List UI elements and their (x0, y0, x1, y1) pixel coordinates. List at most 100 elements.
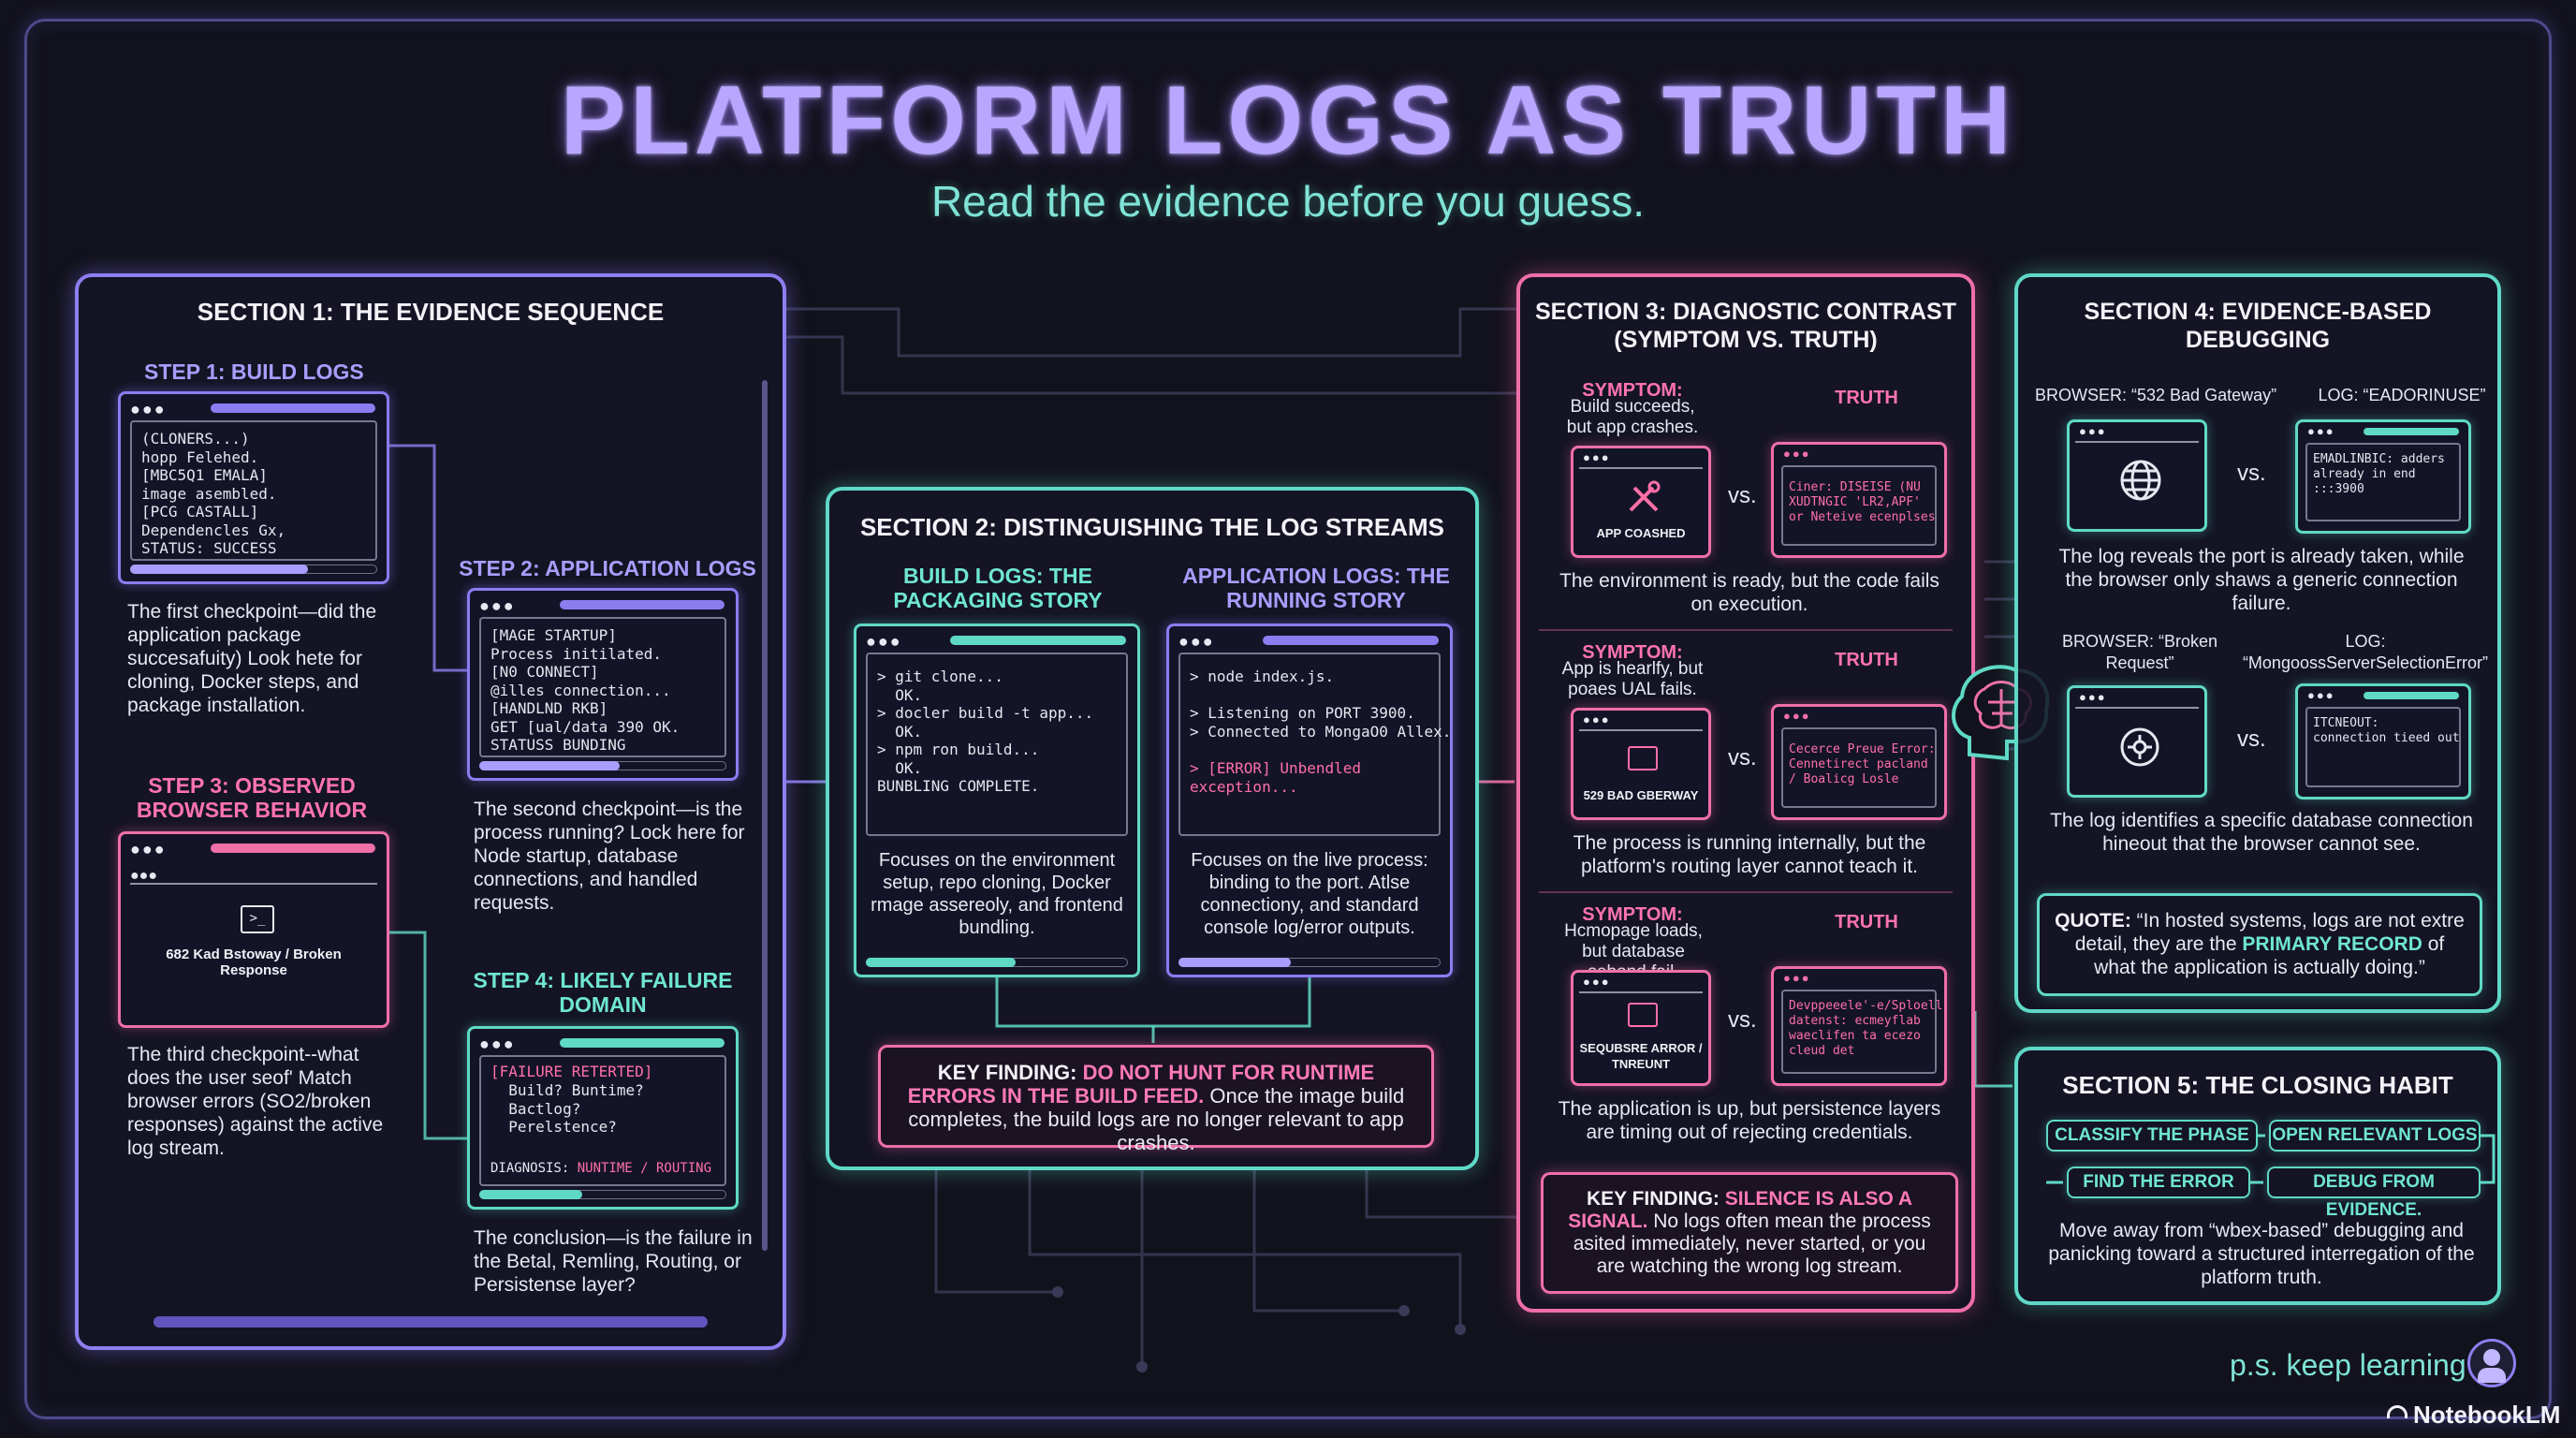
build-log-window: ●●● (CLONERS...) hopp Felehed. [MBC5Q1 E… (118, 391, 389, 584)
section2-title: SECTION 2: DISTINGUISHING THE LOG STREAM… (859, 513, 1445, 541)
row-description-3: The application is up, but persistence l… (1558, 1098, 1941, 1143)
section3-key-rest: No logs often mean the process asited im… (1573, 1211, 1931, 1277)
symptom-label-3: SYMPTOM: (1582, 904, 1683, 925)
tools-icon (1629, 480, 1661, 512)
build-logs-window: ●●● > git clone... OK. > docler build -t… (854, 624, 1140, 977)
section2-key-prefix: KEY FINDING: (937, 1061, 1083, 1084)
log-code-2: ITCNEOUT: connection tieed out (2313, 716, 2460, 745)
section5-panel: SECTION 5: THE CLOSING HABIT CLASSIFY TH… (2014, 1047, 2501, 1305)
diagnosis-label: DIAGNOSIS: (490, 1161, 578, 1176)
quote-box: QUOTE: “In hosted systems, logs are not … (2037, 893, 2482, 996)
vs-label-3: vs. (1728, 1007, 1757, 1033)
row-description-1: The environment is ready, but the code f… (1559, 570, 1939, 615)
section5-description: Move away from “wbex-based” debugging an… (2048, 1220, 2475, 1288)
section3-panel: SECTION 3: DIAGNOSTIC CONTRAST (SYMPTOM … (1516, 273, 1975, 1313)
application-logs-error: > [ERROR] Unbendled exception... (1190, 759, 1362, 796)
quote-text-a: “In hosted systems, logs are not extre d… (2074, 910, 2465, 955)
section5-title: SECTION 5: THE CLOSING HABIT (2062, 1071, 2453, 1099)
bug-icon (2120, 727, 2159, 767)
application-logs-label: APPLICATION LOGS: THE RUNNING STORY (1182, 564, 1450, 612)
step4-description: The conclusion—is the failure in the Bet… (474, 1227, 753, 1296)
section2-key-rest: Once the image build completes, the buil… (908, 1084, 1405, 1154)
symptom-window-text-1: APP COASHED (1596, 526, 1686, 540)
habit-step-find-error: FIND THE ERROR (2067, 1167, 2250, 1198)
symptom-window-text-2: 529 BAD GBERWAY (1583, 788, 1699, 802)
truth-window-2: ●●● Cecerce Preue Error: Cennetirect pac… (1771, 704, 1947, 820)
symptom-text-2: App is hearlfy, but poaes UAL fails. (1561, 659, 1704, 699)
vs-label-1: vs. (1728, 483, 1757, 508)
terminal-icon: >_ (241, 905, 274, 933)
browser-icon-2 (1628, 1003, 1658, 1027)
browser-icon (1628, 746, 1658, 770)
habit-step-open-logs: OPEN RELEVANT LOGS (2269, 1120, 2481, 1152)
log-label-1: LOG: “EADORINUSE” (2318, 386, 2486, 404)
truth-label-1: TRUTH (1835, 388, 1898, 408)
section3-key-prefix: KEY FINDING: (1586, 1188, 1725, 1210)
notebooklm-logo-icon (2387, 1405, 2408, 1418)
browser-window-2: ●●● (2067, 685, 2207, 798)
browser-label-1: BROWSER: “532 Bad Gateway” (2035, 386, 2277, 404)
symptom-window-1: ●●● APP COASHED (1571, 446, 1711, 558)
step1-description: The first checkpoint—did the application… (127, 601, 377, 716)
symptom-window-3: ●●● SEQUBSRE ARROR / TNREUNT (1571, 970, 1711, 1086)
quote-highlight: PRIMARY RECORD (2242, 933, 2422, 955)
symptom-window-text-3: SEQUBSRE ARROR / TNREUNT (1579, 1041, 1703, 1071)
section3-key-finding: KEY FINDING: SILENCE IS ALSO A SIGNAL. N… (1541, 1172, 1958, 1294)
section2-panel: SECTION 2: DISTINGUISHING THE LOG STREAM… (826, 487, 1479, 1170)
failure-domain-code: Build? Buntime? Bactlog? Perelstence? (508, 1081, 644, 1136)
diagnosis-value: NUNTIME / ROUTING (577, 1161, 712, 1176)
browser-error-text: 682 Kad Bstoway / Broken Response (166, 946, 342, 978)
pair1-description: The log reveals the port is already take… (2058, 546, 2465, 614)
failure-domain-window: ●●● [FAILURE RETERTED] Build? Buntime? B… (467, 1026, 739, 1210)
browser-window-1: ●●● (2067, 419, 2207, 532)
globe-icon (2120, 460, 2161, 501)
truth-code-1: Ciner: DISEISE (NU XUDTNGIC 'LR2,APF' or… (1789, 480, 1936, 524)
step4-label: STEP 4: LIKELY FAILURE DOMAIN (473, 968, 733, 1017)
truth-label-2: TRUTH (1835, 650, 1898, 670)
app-log-window: ●●● [MAGE STARTUP] Process initilated. [… (467, 588, 739, 781)
failure-detected-line: [FAILURE RETERTED] (490, 1063, 653, 1080)
log-label-2: LOG: “MongoossServerSelectionError” (2242, 632, 2489, 672)
section2-key-finding: KEY FINDING: DO NOT HUNT FOR RUNTIME ERR… (878, 1045, 1434, 1154)
footer-note: p.s. keep learning (2230, 1348, 2466, 1382)
symptom-window-2: ●●● 529 BAD GBERWAY (1571, 708, 1711, 820)
page-title: PLATFORM LOGS AS TRUTH (560, 66, 2016, 175)
step3-description: The third checkpoint--what does the user… (127, 1044, 384, 1159)
truth-label-3: TRUTH (1835, 912, 1898, 932)
section4-panel: SECTION 4: EVIDENCE-BASED DEBUGGING BROW… (2014, 273, 2501, 1013)
row-description-2: The process is running internally, but t… (1573, 832, 1926, 877)
build-log-code: (CLONERS...) hopp Felehed. [MBC5Q1 EMALA… (141, 430, 286, 557)
section1-scrollbar[interactable] (762, 380, 768, 1251)
step1-label: STEP 1: BUILD LOGS (144, 360, 364, 384)
outer-frame (24, 19, 2552, 1419)
application-logs-description: Focuses on the live process: binding to … (1191, 850, 1428, 938)
page-subtitle: Read the evidence before you guess. (930, 177, 1646, 226)
build-logs-code: > git clone... OK. > docler build -t app… (877, 668, 1094, 795)
section1-title: SECTION 1: THE EVIDENCE SEQUENCE (197, 298, 665, 326)
application-logs-window: ●●● > node index.js. > Listening on PORT… (1166, 624, 1453, 977)
build-logs-description: Focuses on the environment setup, repo c… (871, 850, 1123, 938)
log-window-1: ●●● EMADLINBIC: adders already in end ::… (2295, 419, 2471, 534)
truth-code-2: Cecerce Preue Error: Cennetirect pacland… (1789, 742, 1936, 786)
window-dots: ●●● (130, 400, 167, 418)
section2-key-highlight: DO NOT HUNT FOR RUNTIME ERRORS IN THE BU… (907, 1061, 1375, 1108)
habit-step-classify: CLASSIFY THE PHASE (2046, 1120, 2258, 1152)
truth-window-3: ●●● Devppeeele'-e/Sploell datenst: ecmey… (1771, 966, 1947, 1086)
step2-label: STEP 2: APPLICATION LOGS (459, 556, 756, 580)
section3-title: SECTION 3: DIAGNOSTIC CONTRAST (SYMPTOM … (1534, 299, 1956, 353)
symptom-label-1: SYMPTOM: (1582, 380, 1683, 401)
section1-panel: SECTION 1: THE EVIDENCE SEQUENCE STEP 1:… (75, 273, 786, 1350)
log-code-1: EMADLINBIC: adders already in end :::390… (2313, 452, 2445, 496)
vs-label-2: vs. (1728, 745, 1757, 770)
notebooklm-brand: NotebookLM (2413, 1401, 2561, 1429)
pair2-description: The log identifies a specific database c… (2050, 810, 2473, 855)
truth-window-1: ●●● Ciner: DISEISE (NU XUDTNGIC 'LR2,APF… (1771, 442, 1947, 558)
avatar (2467, 1339, 2516, 1387)
browser-window: ●●● ●●● >_ 682 Kad Bstoway / Broken Resp… (118, 831, 389, 1028)
truth-code-3: Devppeeele'-e/Sploell datenst: ecmeyflab… (1789, 999, 1943, 1058)
step2-description: The second checkpoint—is the process run… (474, 799, 745, 914)
symptom-text-1: Build succeeds, but app crashes. (1566, 397, 1699, 437)
vs-label-4: vs. (2237, 461, 2266, 486)
build-logs-label: BUILD LOGS: THE PACKAGING STORY (893, 564, 1103, 612)
log-window-2: ●●● ITCNEOUT: connection tieed out (2295, 683, 2471, 800)
